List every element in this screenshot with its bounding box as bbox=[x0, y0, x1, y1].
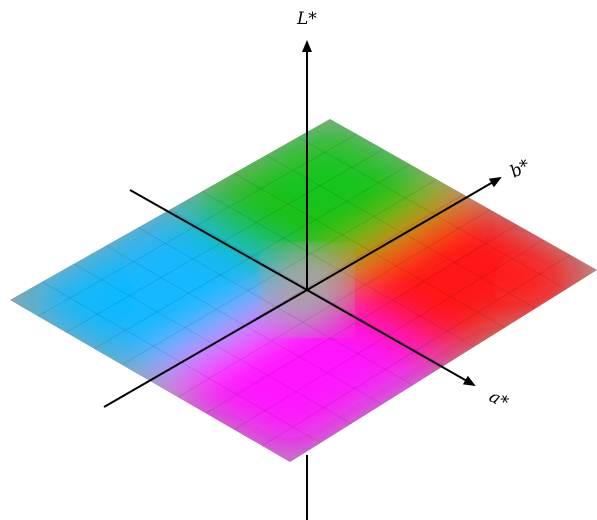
grid-line bbox=[289, 269, 597, 462]
grid-line bbox=[121, 179, 438, 366]
grid-line bbox=[177, 209, 491, 398]
grid-line bbox=[233, 172, 506, 328]
a-axis bbox=[306, 289, 476, 386]
b-axis-label: b* bbox=[507, 155, 534, 182]
grid-line bbox=[261, 254, 571, 447]
grid-line bbox=[201, 191, 475, 348]
grid-line bbox=[37, 133, 357, 317]
grid-line bbox=[329, 119, 597, 271]
grid-line bbox=[265, 154, 536, 309]
b-axis bbox=[306, 176, 502, 291]
a-axis-negative bbox=[103, 289, 308, 408]
grid-line bbox=[93, 163, 411, 349]
grid-line bbox=[10, 119, 331, 301]
a-axis-label: a* bbox=[486, 387, 512, 414]
corner-blue bbox=[10, 254, 160, 344]
l-axis-label: L* bbox=[296, 9, 317, 29]
grid-line bbox=[137, 227, 413, 386]
corner-green bbox=[245, 119, 410, 220]
corner-magenta bbox=[220, 370, 370, 462]
grid-line bbox=[233, 239, 544, 430]
corner-red bbox=[480, 226, 597, 330]
grid-line bbox=[205, 224, 518, 414]
b-axis-negative bbox=[129, 189, 308, 291]
grid-line bbox=[297, 136, 567, 290]
grid-line bbox=[65, 148, 384, 333]
grid-line bbox=[105, 245, 383, 405]
